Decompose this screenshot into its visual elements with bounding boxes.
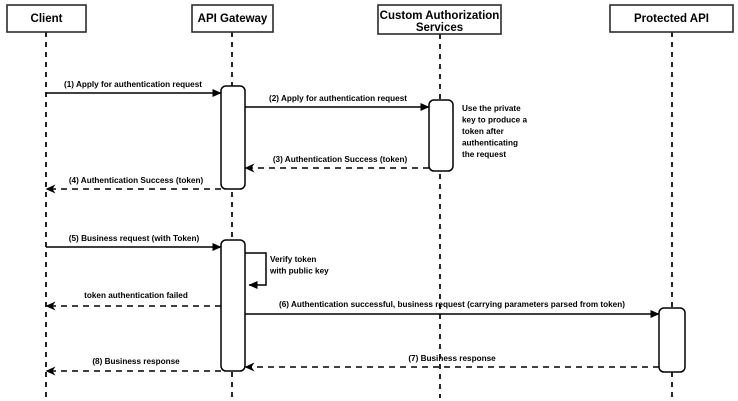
msg-7: (7) Business response — [244, 354, 659, 372]
act-authsvc — [428, 99, 454, 172]
activations-layer — [220, 85, 686, 373]
msg-3: (3) Authentication Success (token) — [244, 155, 429, 173]
msg-3-label: (3) Authentication Success (token) — [273, 155, 408, 164]
self-verify-token-path — [245, 252, 267, 289]
participant-box-client[interactable] — [6, 4, 87, 33]
messages-layer: (1) Apply for authentication request (2) … — [45, 80, 660, 376]
act-gateway-business — [220, 239, 246, 372]
participant-label-gateway: API Gateway — [198, 13, 268, 25]
participant-label-client: Client — [31, 13, 63, 25]
msg-1: (1) Apply for authentication request — [46, 80, 222, 97]
participant-box-gateway[interactable] — [191, 4, 274, 33]
msg-2: (2) Apply for authentication request — [245, 94, 430, 111]
participant-box-authsvc[interactable] — [377, 4, 502, 35]
msg-5: (5) Business request (with Token) — [46, 234, 222, 251]
msg-token-failed: token authentication failed — [45, 291, 221, 311]
act-protected — [658, 307, 686, 373]
lifeline-client: Client — [6, 4, 87, 398]
msg-7-label: (7) Business response — [408, 354, 496, 363]
msg-token-failed-label: token authentication failed — [84, 291, 188, 300]
msg-8: (8) Business response — [45, 357, 221, 376]
msg-8-label: (8) Business response — [92, 357, 180, 366]
msg-6: (6) Authentication successful, business … — [245, 300, 660, 318]
msg-5-label: (5) Business request (with Token) — [69, 234, 200, 243]
msg-1-label: (1) Apply for authentication request — [64, 80, 202, 89]
act-gateway-auth — [220, 85, 246, 190]
participant-box-protected[interactable] — [609, 4, 734, 33]
participant-label-protected: Protected API — [634, 13, 709, 25]
msg-2-label: (2) Apply for authentication request — [269, 94, 407, 103]
msg-6-label: (6) Authentication successful, business … — [279, 300, 625, 309]
msg-4: (4) Authentication Success (token) — [45, 176, 221, 194]
msg-4-label: (4) Authentication Success (token) — [69, 176, 204, 185]
